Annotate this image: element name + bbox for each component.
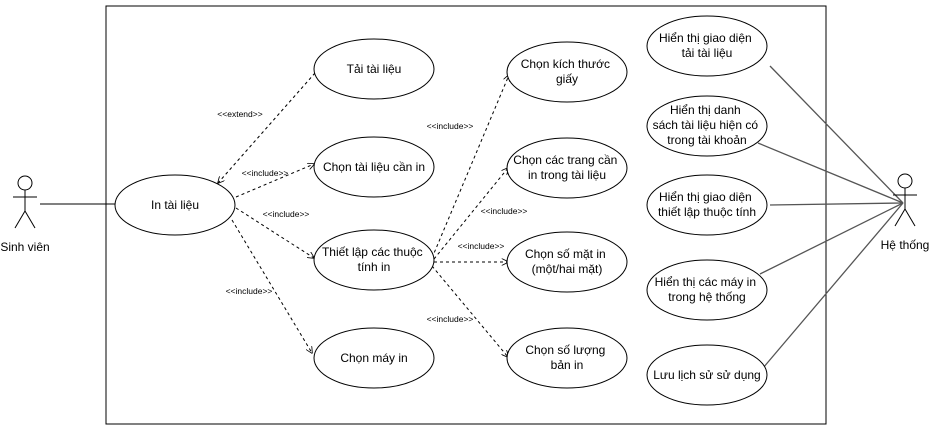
include-label-paper-size: <<include>> [427,121,474,131]
use-case-paper-size[interactable] [506,41,628,103]
use-case-label: Thiết lập các thuộc tính in [322,245,426,274]
system-actor-label: Hệ thống [881,238,930,252]
include-label-set-props: <<include>> [263,209,310,219]
use-case-label: Hiển thị danh sách tài liệu hiện có tron… [653,103,762,147]
use-case-label: Lưu lịch sử sử dụng [653,368,760,382]
use-case-show-properties-ui[interactable] [646,174,768,236]
use-case-label: Chọn các trang cần in trong tài liệu [513,153,620,182]
use-case-choose-document[interactable] [313,136,435,198]
dependency-arrows [218,72,509,357]
use-case-show-printers[interactable] [646,259,768,321]
use-case-label: Chọn kích thước giấy [521,57,614,86]
use-case-set-print-properties[interactable] [313,229,435,291]
use-case-label: Hiển thị các máy in trong hệ thống [655,275,760,304]
use-case-show-document-list[interactable] [646,95,768,157]
use-case-choose-printer[interactable] [313,327,435,389]
use-case-pages[interactable] [506,137,628,199]
include-label-sides: <<include>> [458,241,505,251]
include-label-choose-printer: <<include>> [226,286,273,296]
use-case-save-history[interactable] [646,344,768,406]
use-case-label: Hiển thị giao diện thiết lập thuộc tính [658,190,756,219]
use-case-label: In tài liệu [151,198,199,212]
include-label-choose-doc: <<include>> [242,168,289,178]
extend-label: <<extend>> [217,109,262,119]
use-case-show-upload-ui[interactable] [646,15,768,77]
use-case-label: Chọn số mặt in (một/hai mặt) [525,247,609,276]
use-case-label: Chọn số lượng bản in [525,343,608,372]
use-case-label: Hiển thị giao diện tải tài liệu [659,31,755,60]
use-case-print-document[interactable] [114,174,236,236]
use-case-copies[interactable] [506,327,628,389]
system-associations [757,65,904,369]
use-case-sides[interactable] [506,231,628,293]
include-label-pages: <<include>> [481,206,528,216]
student-actor-icon[interactable] [13,175,37,229]
system-actor-icon[interactable] [893,173,917,227]
include-label-copies: <<include>> [427,314,474,324]
use-case-upload[interactable] [313,38,435,100]
use-case-label: Chọn tài liệu cần in [323,160,425,174]
student-actor-label: Sinh viên [0,240,49,254]
use-case-label: Chọn máy in [340,351,407,365]
use-case-label: Tải tài liệu [347,62,402,76]
